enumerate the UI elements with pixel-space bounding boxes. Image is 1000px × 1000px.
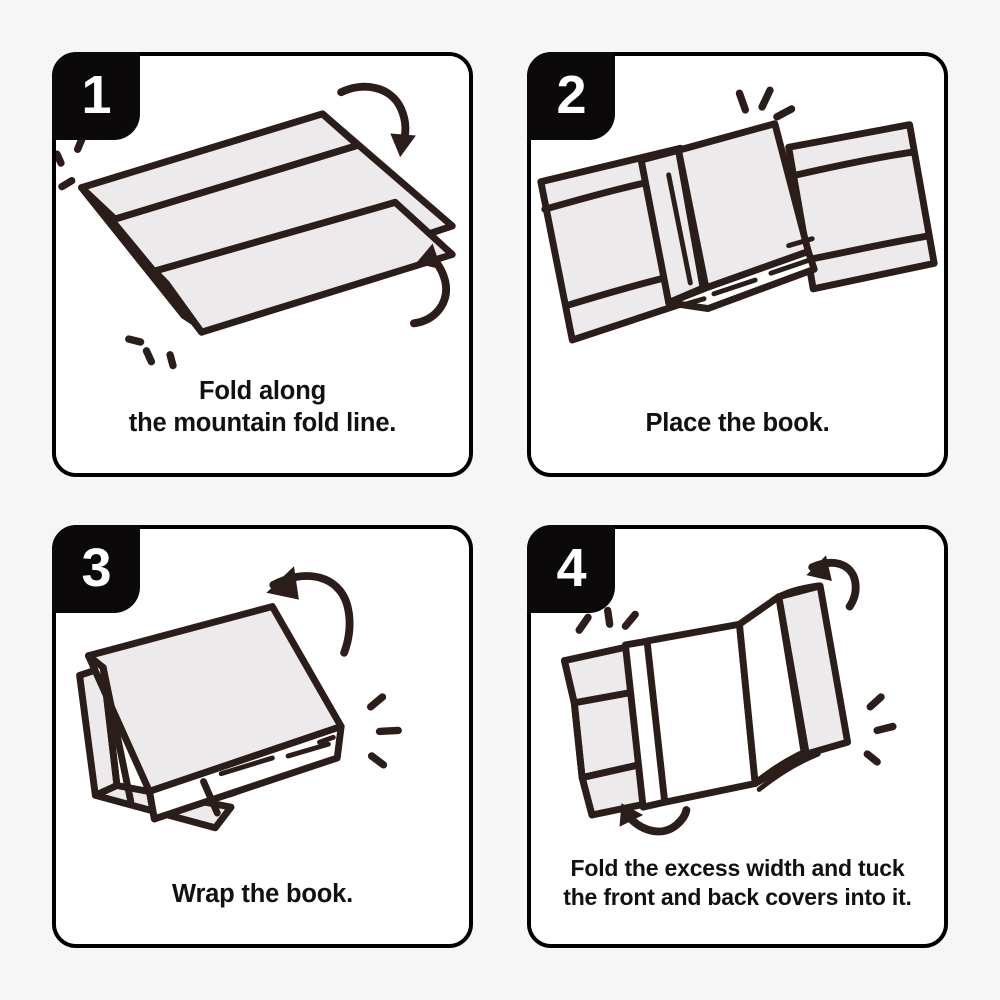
step-1-caption: Fold along the mountain fold line. — [128, 376, 397, 437]
page-line-4 — [786, 236, 815, 249]
book-open-with-tucked-covers-graphic — [560, 555, 897, 836]
wrapped-page-line-2 — [218, 755, 275, 777]
rotate-arrow-top-right-head — [806, 555, 832, 581]
sparkle-top-center — [735, 86, 796, 121]
step-card-2-body: Place the book. — [531, 56, 944, 473]
rotate-arrow-top-right — [808, 559, 860, 611]
tuck-left-spine-edge — [560, 657, 596, 819]
step-2-badge: 2 — [527, 52, 615, 140]
folded-paper-with-two-flaps-graphic — [56, 82, 456, 370]
step-2-illustration — [531, 74, 944, 374]
page-line-3 — [678, 296, 707, 309]
page-line-1 — [711, 277, 758, 297]
step-1-number: 1 — [81, 65, 111, 125]
step-card-1-body: Fold along the mountain fold line. — [56, 56, 469, 473]
step-3-number: 3 — [81, 538, 111, 598]
step-1-badge: 1 — [52, 52, 140, 140]
sparkle-top-left — [575, 606, 639, 634]
lower-flap-left-edge — [150, 267, 205, 336]
book-placed-on-open-wrapper-graphic — [537, 86, 938, 344]
step-card-4[interactable]: Fold the excess width and tuck the front… — [527, 525, 948, 948]
wrapper-right-crease-bottom — [805, 232, 933, 263]
rotate-arrow-bottom-left-head — [619, 803, 644, 827]
page-gutter-curve-2 — [756, 751, 821, 792]
step-3-badge: 3 — [52, 525, 140, 613]
step-1-illustration — [56, 74, 469, 374]
step-4-illustration — [531, 547, 944, 847]
step-3-caption: Wrap the book. — [172, 879, 353, 908]
rotate-arrow-top-right-head — [266, 566, 299, 600]
wrapped-page-line-1 — [285, 741, 331, 759]
step-2-caption: Place the book. — [645, 408, 830, 437]
rotate-arrow-top-right — [269, 572, 354, 657]
wrapper-right-crease-top — [789, 148, 916, 180]
right-cover-top-edge — [769, 582, 822, 605]
sparkle-bottom-left — [125, 335, 177, 370]
step-card-3[interactable]: Wrap the book. 3 — [52, 525, 473, 948]
lower-flap-crease — [150, 198, 399, 275]
page-line-2 — [768, 256, 814, 276]
sparkle-top-left — [56, 133, 87, 191]
rotate-arrow-bottom-left — [621, 806, 691, 836]
sparkle-right — [366, 693, 402, 769]
upper-flap-crease — [111, 141, 362, 223]
step-4-badge: 4 — [527, 525, 615, 613]
step-card-2[interactable]: Place the book. 2 — [527, 52, 948, 477]
step-3-illustration — [56, 547, 469, 847]
step-4-caption: Fold the excess width and tuck the front… — [563, 855, 912, 911]
rotate-arrow-bottom-right-head — [415, 243, 442, 270]
book-spine-line — [666, 172, 693, 286]
step-4-number: 4 — [556, 538, 586, 598]
wrapped-fold-notch — [200, 778, 221, 817]
wrapped-left-crease — [99, 664, 135, 805]
wrapped-block-left-edge — [145, 787, 158, 823]
wrapped-page-line-3 — [226, 783, 260, 798]
step-card-1[interactable]: Fold along the mountain fold line. 1 — [52, 52, 473, 477]
book-wrapped-closed-graphic — [76, 566, 402, 832]
step-2-number: 2 — [556, 65, 586, 125]
sparkle-right — [863, 693, 897, 766]
rotate-arrow-top-right-head — [390, 133, 416, 158]
